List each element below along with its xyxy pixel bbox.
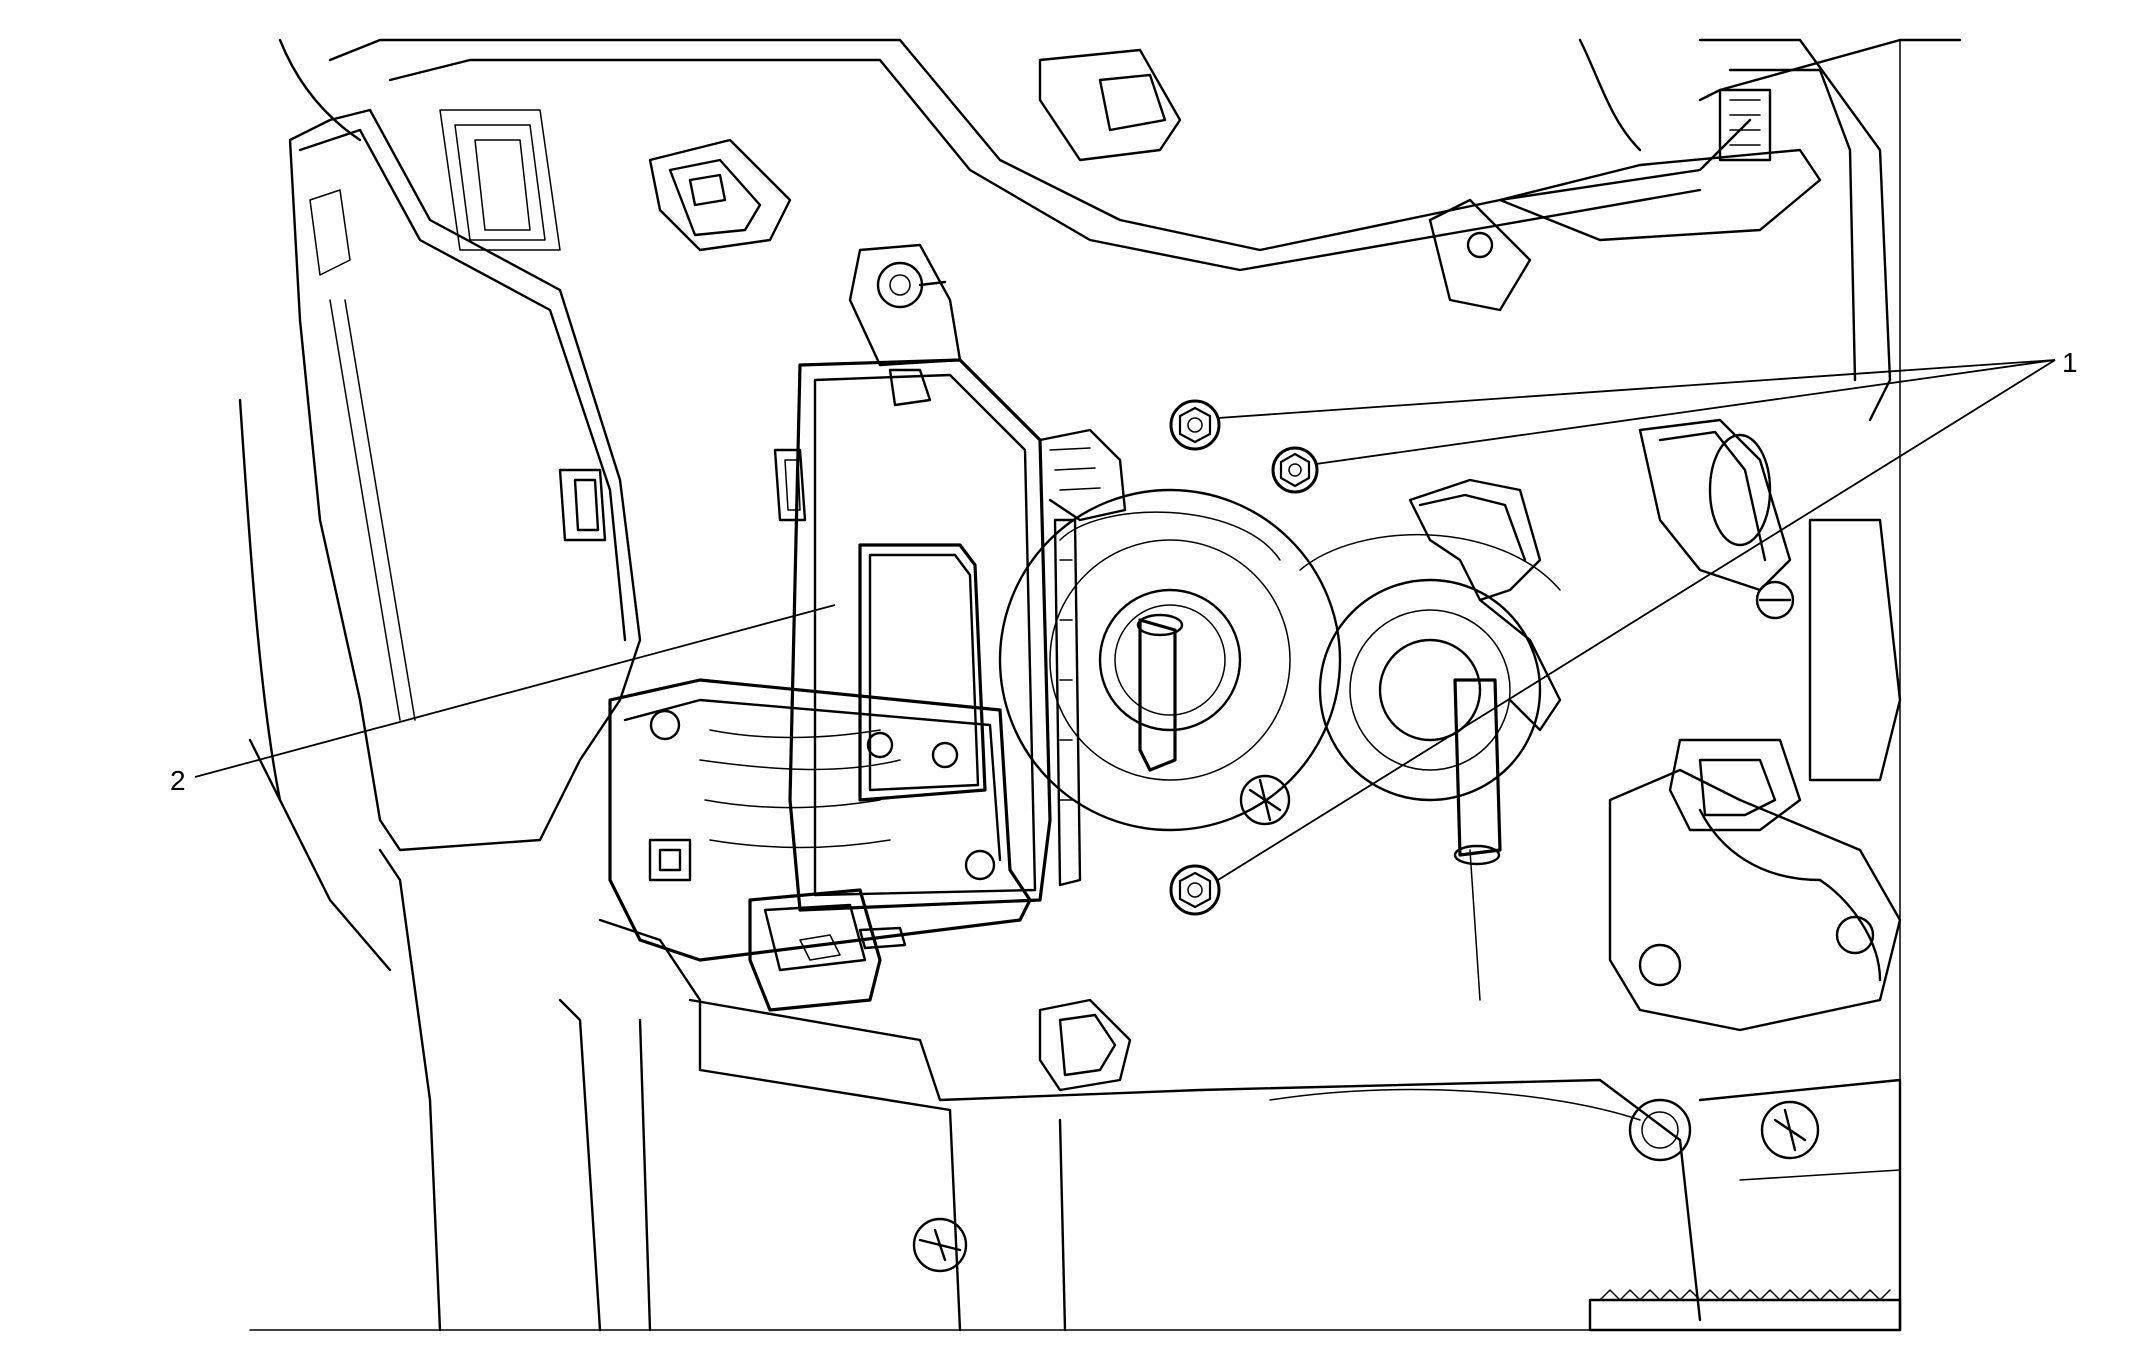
upper-latch [648,138,962,407]
lower-knee-panel [558,918,1902,1332]
upper-dash-frame [278,38,1962,422]
leader-line-item-2 [194,604,836,778]
hex-nut-icon [1169,399,1221,451]
hex-nut-icon [1271,446,1319,494]
steering-column-hub [998,488,1342,832]
callout-label-2: 2 [170,765,186,796]
hex-nut-icon [1169,864,1221,916]
left-duct-housing [238,108,642,1332]
right-column-shaft [1299,533,1561,1001]
callout-label-1: 1 [2062,347,2078,378]
bracket-item-2 [773,358,1127,912]
right-pedal-bracket [1408,418,1902,1032]
leader-lines-item-1 [1217,359,2056,881]
border-outline [249,39,1901,1331]
lower-left-bracket [608,678,1032,1012]
